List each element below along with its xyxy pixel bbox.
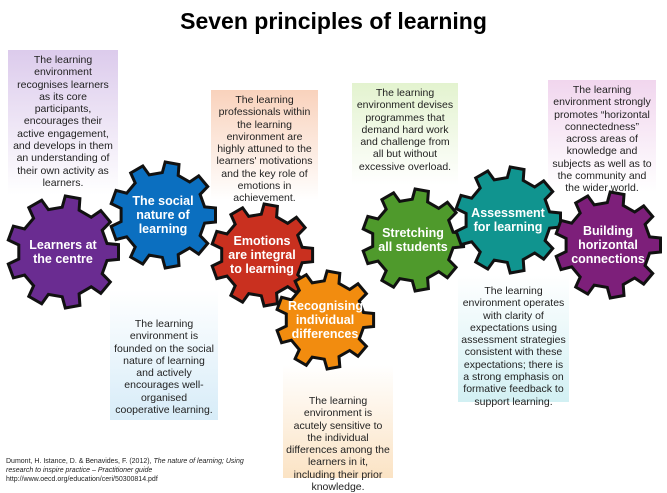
gear-social-nature [109,160,217,270]
citation-url[interactable]: http://www.oecd.org/education/ceri/50300… [6,476,158,483]
citation: Dumont, H. Istance, D. & Benavides, F. (… [6,457,271,484]
description-individual-differences: The learning environment is acutely sens… [283,365,393,493]
gear-assessment [454,165,562,275]
description-learners-at-centre: The learning environment recognises lear… [8,50,118,195]
gear-label-learners-at-centre: Learners at the centre [29,238,97,266]
description-assessment: The learning environment operates with c… [458,275,569,408]
gear-horizontal-connections [554,190,662,300]
gear-label-horizontal-connections: Building horizontal connections [571,224,645,266]
gear-learners-at-centre [6,194,120,310]
gear-stretching [361,187,466,293]
gear-label-emotions: Emotions are integral to learning [228,234,296,276]
citation-work: The nature of learning; Using research t… [6,458,244,474]
description-social-nature: The learning environment is founded on t… [110,290,218,420]
citation-authors: Dumont, H. Istance, D. & Benavides, F. (… [6,458,154,465]
page-title: Seven principles of learning [180,8,487,34]
description-stretching: The learning environment devises program… [352,83,458,185]
gear-label-stretching: Stretching all students [378,226,448,254]
gear-label-social-nature: The social nature of learning [132,194,194,236]
description-emotions: The learning professionals within the le… [211,90,318,204]
gear-individual-differences [275,269,376,371]
gear-label-individual-differences: Recognising individual differences [288,299,364,341]
gear-label-assessment: Assessment for learning [471,206,545,234]
description-horizontal-connections: The learning environment strongly promot… [548,80,656,194]
